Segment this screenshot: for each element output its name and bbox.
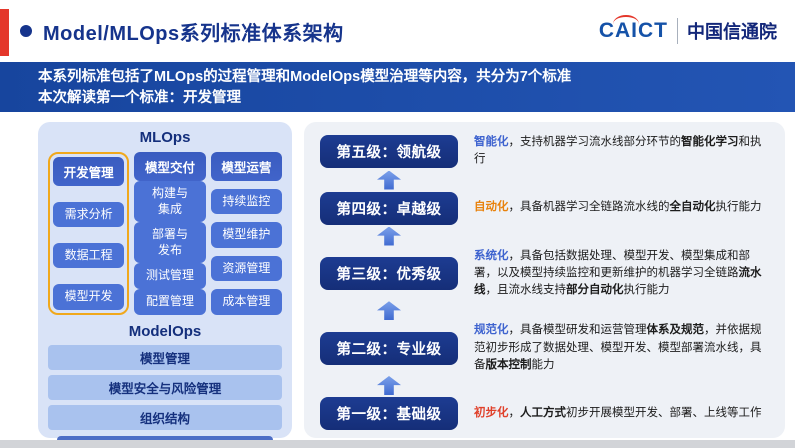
intro-banner-line1: 本系列标准包括了MLOps的过程管理和ModelOps模型治理等内容，共分为7个… — [38, 69, 572, 85]
column-item: 部署与 发布 — [134, 222, 206, 264]
modelops-row: 组织结构 — [48, 404, 282, 430]
level-row-1: 第一级：基础级 初步化，人工方式初步开展模型开发、部署、上线等工作 — [320, 397, 769, 430]
ring-bullet-icon — [20, 25, 32, 37]
level-pill: 第四级：卓越级 — [320, 191, 458, 225]
arrow-row — [320, 301, 769, 321]
caict-logo-text-wrap: CAICT — [598, 15, 668, 43]
column-header: 模型交付 — [134, 152, 206, 181]
caict-logo: CAICT 中国信通院 — [598, 15, 777, 44]
column-item: 持续监控 — [210, 188, 282, 215]
level-row-3: 第三级：优秀级 系统化，具备包括数据处理、模型开发、模型集成和部署，以及模型持续… — [320, 248, 769, 300]
level-pill: 第一级：基础级 — [320, 397, 458, 430]
column-item: 成本管理 — [210, 288, 282, 315]
up-arrow-icon — [377, 170, 401, 190]
modelops-row: 模型管理 — [48, 344, 282, 370]
column-item: 配置管理 — [134, 288, 206, 315]
main-content: MLOps 开发管理 需求分析 数据工程 模型开发 模型交付 构建与 集成 部署… — [0, 112, 795, 448]
column-model-delivery: 模型交付 构建与 集成 部署与 发布 测试管理 配置管理 — [134, 152, 206, 315]
caict-logo-text: CAICT — [598, 19, 668, 42]
arrow-row — [320, 376, 769, 395]
column-item: 需求分析 — [53, 201, 125, 228]
level-row-4: 第四级：卓越级 自动化，具备机器学习全链路流水线的全自动化执行能力 — [320, 191, 769, 225]
header: Model/MLOps系列标准体系架构 CAICT 中国信通院 — [0, 0, 795, 62]
logo-divider — [677, 18, 678, 44]
modelops-title: ModelOps — [128, 322, 202, 340]
column-item: 数据工程 — [53, 242, 125, 269]
column-item: 模型维护 — [210, 222, 282, 248]
column-header: 开发管理 — [53, 157, 125, 186]
mlops-panel: MLOps 开发管理 需求分析 数据工程 模型开发 模型交付 构建与 集成 部署… — [38, 122, 292, 448]
level-description: 自动化，具备机器学习全链路流水线的全自动化执行能力 — [474, 201, 762, 214]
level-row-2: 第二级：专业级 规范化，具备模型研发和运营管理体系及规范，并依据规范初步形成了数… — [320, 322, 769, 374]
mlops-title: MLOps — [139, 129, 191, 146]
modelops-row: 模型安全与风险管理 — [48, 374, 282, 400]
intro-banner: 本系列标准包括了MLOps的过程管理和ModelOps模型治理等内容，共分为7个… — [0, 62, 795, 112]
column-model-operations: 模型运营 持续监控 模型维护 资源管理 成本管理 — [210, 152, 282, 315]
column-header: 模型运营 — [210, 152, 282, 181]
level-pill: 第五级：领航级 — [320, 134, 458, 168]
page-title: Model/MLOps系列标准体系架构 — [43, 22, 344, 45]
level-description: 规范化，具备模型研发和运营管理体系及规范，并依据规范初步形成了数据处理、模型开发… — [474, 324, 762, 371]
arrow-row — [320, 170, 769, 190]
column-dev-management: 开发管理 需求分析 数据工程 模型开发 — [48, 152, 130, 315]
level-pill: 第三级：优秀级 — [320, 256, 458, 290]
level-row-5: 第五级：领航级 智能化，支持机器学习流水线部分环节的智能化学习和执行 — [320, 134, 769, 169]
column-item: 资源管理 — [210, 255, 282, 282]
level-description: 初步化，人工方式初步开展模型开发、部署、上线等工作 — [474, 406, 762, 419]
mlops-columns: 开发管理 需求分析 数据工程 模型开发 模型交付 构建与 集成 部署与 发布 测… — [48, 152, 282, 315]
arrow-row — [320, 226, 769, 246]
red-accent-bar — [0, 9, 9, 56]
caict-logo-swoosh-icon — [612, 15, 639, 24]
intro-banner-line2: 本次解读第一个标准：开发管理 — [38, 90, 241, 107]
level-description: 系统化，具备包括数据处理、模型开发、模型集成和部署，以及模型持续监控和更新维护的… — [474, 249, 762, 297]
column-item: 构建与 集成 — [134, 181, 206, 223]
up-arrow-icon — [377, 226, 401, 246]
level-description: 智能化，支持机器学习流水线部分环节的智能化学习和执行 — [474, 136, 762, 166]
up-arrow-icon — [377, 376, 401, 395]
bottom-edge — [0, 440, 795, 448]
level-pill: 第二级：专业级 — [320, 331, 458, 365]
up-arrow-icon — [377, 301, 401, 321]
caict-logo-chinese: 中国信通院 — [687, 22, 777, 42]
column-item: 模型开发 — [53, 283, 125, 310]
column-item: 测试管理 — [134, 263, 206, 289]
maturity-panel: 第五级：领航级 智能化，支持机器学习流水线部分环节的智能化学习和执行 第四级：卓… — [304, 122, 785, 438]
